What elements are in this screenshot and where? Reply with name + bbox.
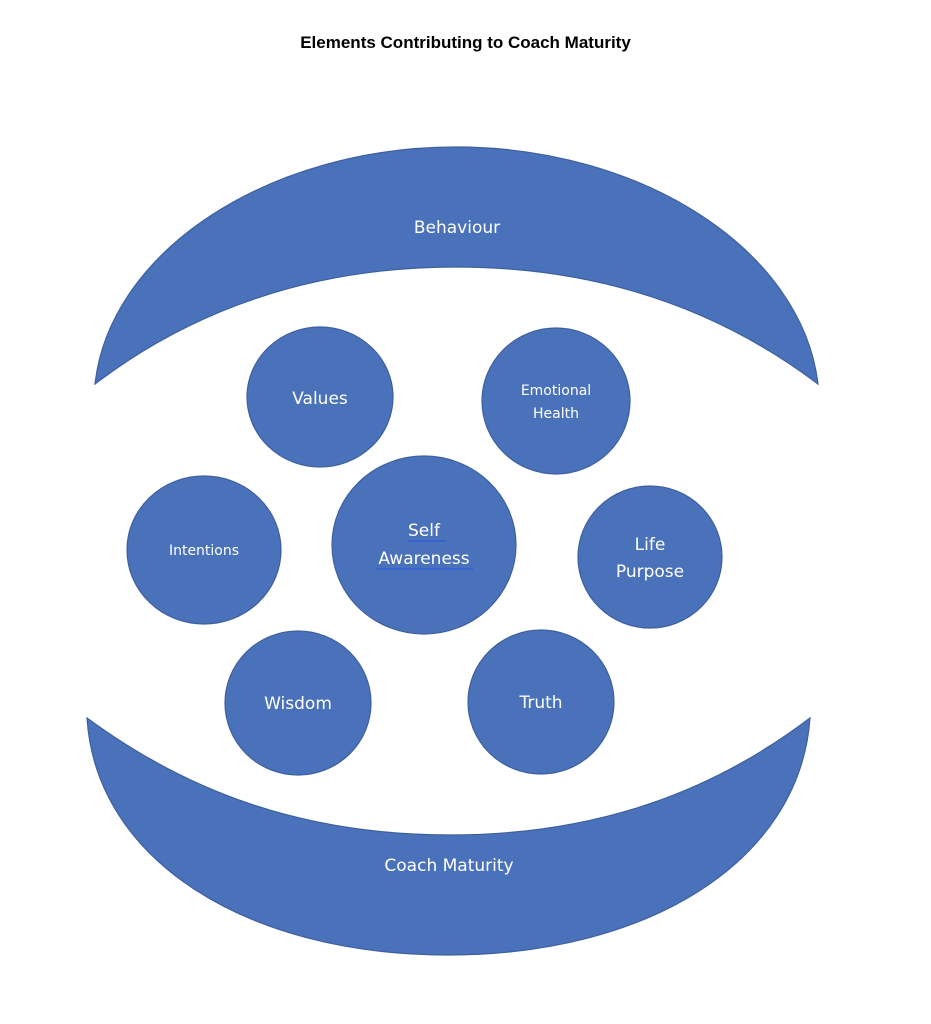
arc-behaviour-shape [94, 146, 819, 386]
circle-wisdom: Wisdom [224, 630, 372, 776]
circle-self-awareness: Self Awareness [331, 455, 517, 635]
circle-wisdom-label: Wisdom [264, 694, 332, 714]
circle-intentions-label: Intentions [169, 543, 239, 559]
circle-self-awareness-shape [331, 455, 517, 635]
circle-values: Values [246, 326, 394, 468]
circle-life-purpose: Life Purpose [577, 485, 723, 629]
circle-truth-label: Truth [518, 693, 562, 713]
circle-emotional-health-shape [481, 327, 631, 475]
arc-coach-maturity-shape [86, 716, 811, 956]
circle-self-awareness-label-line1: Self [408, 521, 441, 541]
circle-wisdom-shape [224, 630, 372, 776]
diagram-title: Elements Contributing to Coach Maturity [300, 33, 631, 52]
circle-truth: Truth [467, 629, 615, 775]
circle-emotional-health-label-line2: Health [533, 406, 579, 422]
circle-emotional-health: Emotional Health [481, 327, 631, 475]
arc-coach-maturity: Coach Maturity [86, 716, 811, 956]
circle-values-shape [246, 326, 394, 468]
circle-intentions-shape [126, 475, 282, 625]
circle-truth-shape [467, 629, 615, 775]
circle-intentions: Intentions [126, 475, 282, 625]
circle-self-awareness-label-line2: Awareness [378, 549, 469, 569]
circle-values-label: Values [292, 389, 348, 409]
circle-life-purpose-shape [577, 485, 723, 629]
arc-coach-maturity-label: Coach Maturity [384, 856, 513, 876]
arc-behaviour: Behaviour [94, 146, 819, 386]
circle-life-purpose-label-line2: Purpose [616, 562, 684, 582]
arc-behaviour-label: Behaviour [414, 218, 500, 238]
circle-life-purpose-label-line1: Life [635, 535, 666, 555]
circle-emotional-health-label-line1: Emotional [521, 383, 591, 399]
